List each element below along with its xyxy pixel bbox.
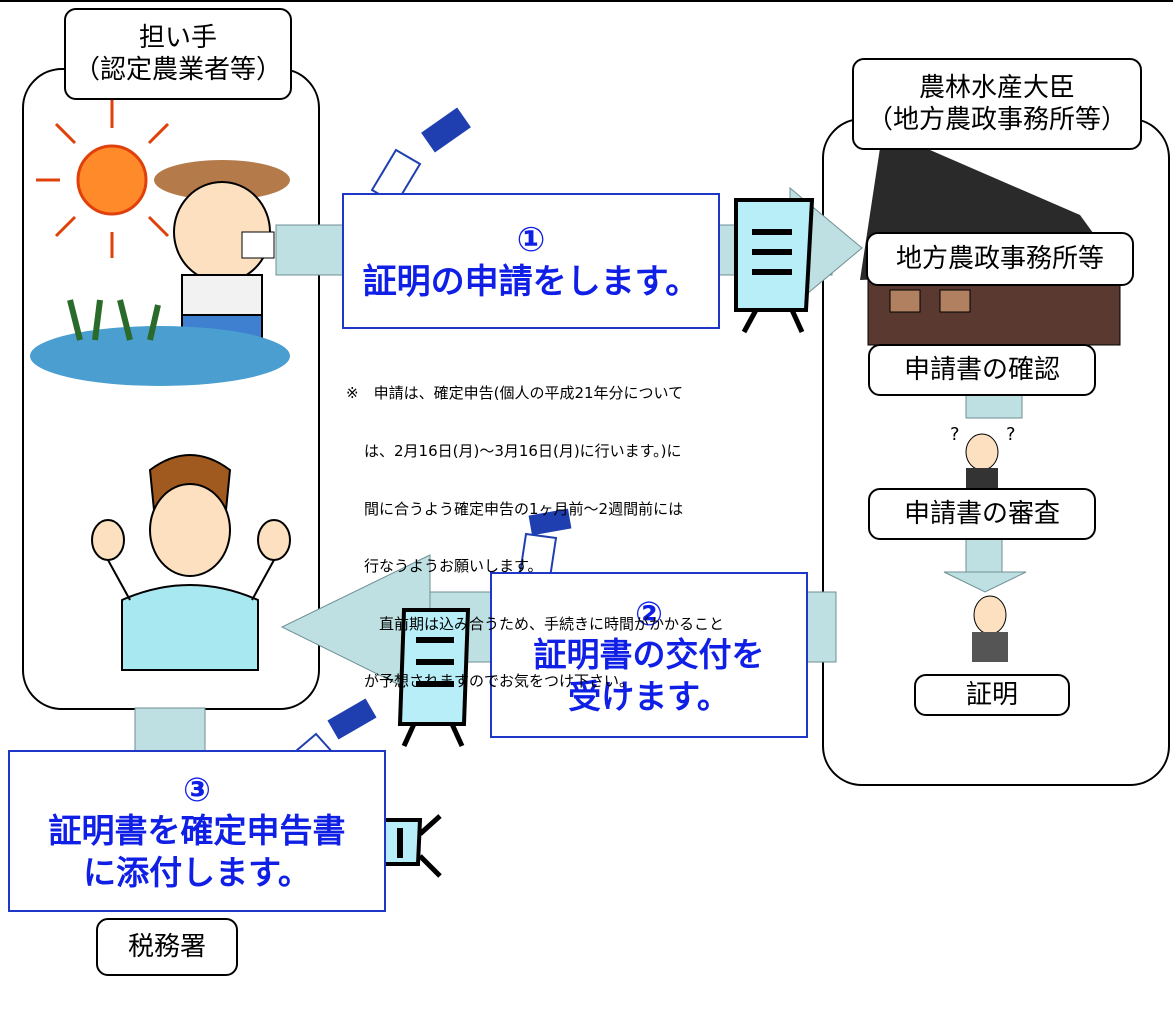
process-confirm: 申請書の確認 (868, 344, 1096, 396)
step3-number: ③ (183, 770, 211, 810)
ministry-lane-title: 農林水産大臣 （地方農政事務所等） (852, 58, 1142, 150)
note-mark: ※ (346, 384, 359, 403)
note-line4: 行なうようお願いします。 (364, 557, 543, 576)
svg-text:?: ? (1006, 424, 1016, 445)
process-connector-1 (965, 391, 1023, 419)
process-certify: 証明 (914, 674, 1070, 716)
step3-box: ③ 証明書を確定申告書 に添付します。 (8, 750, 386, 912)
note-line1-text: 申請は、確定申告(個人の平成21年分について (373, 384, 684, 403)
farmer-illustration (30, 160, 290, 386)
step3-text-line1: 証明書を確定申告書 (48, 811, 346, 851)
ministry-title-line1: 農林水産大臣 (918, 72, 1075, 103)
ministry-title-line2: （地方農政事務所等） (866, 105, 1127, 135)
pointing-hand-icon-1 (370, 107, 471, 206)
document-character-icon-2 (397, 608, 471, 748)
document-character-icon-1 (734, 198, 815, 334)
step2-box: ② 証明書の交付を 受けます。 (490, 572, 808, 738)
step1-number: ① (516, 219, 546, 260)
worried-official-illustration: ? ? (950, 424, 1016, 488)
applicant-lane-title: 担い手 （認定農業者等） (64, 8, 292, 100)
svg-text:?: ? (950, 424, 960, 445)
applicant-title-line2: （認定農業者等） (73, 55, 282, 85)
process-review: 申請書の審査 (868, 488, 1096, 540)
step2-text-line1: 証明書の交付を (533, 635, 765, 675)
step1-text: 証明の申請をします。 (362, 262, 700, 302)
note-line5: 直前期は込み合うため、手続きに時間がかかること (364, 614, 725, 633)
note-line6: が予想されますのでお気をつけ下さい。 (364, 672, 635, 691)
office-label: 地方農政事務所等 (866, 232, 1134, 286)
top-border (0, 0, 1173, 2)
applicant-title-line1: 担い手 (138, 22, 217, 53)
process-arrow-down (943, 571, 1027, 593)
step2-text-line2: 受けます。 (568, 676, 730, 716)
process-connector-2 (965, 537, 1003, 573)
step3-text-line2: に添付します。 (83, 852, 311, 892)
step2-number: ② (635, 594, 663, 634)
tax-office: 税務署 (96, 918, 238, 976)
note-line1: ※ 申請は、確定申告(個人の平成21年分について (346, 384, 796, 403)
step1-box: ① 証明の申請をします。 (342, 193, 720, 329)
note-line2: は、2月16日(月)～3月16日(月)に行います。)に (364, 441, 682, 460)
phone-official-illustration (972, 595, 1008, 662)
application-note: ※ 申請は、確定申告(個人の平成21年分について は、2月16日(月)～3月16… (346, 346, 796, 711)
man-illustration (91, 454, 291, 671)
note-line3: 間に合うよう確定申告の1ヶ月前～2週間前には (364, 499, 684, 518)
